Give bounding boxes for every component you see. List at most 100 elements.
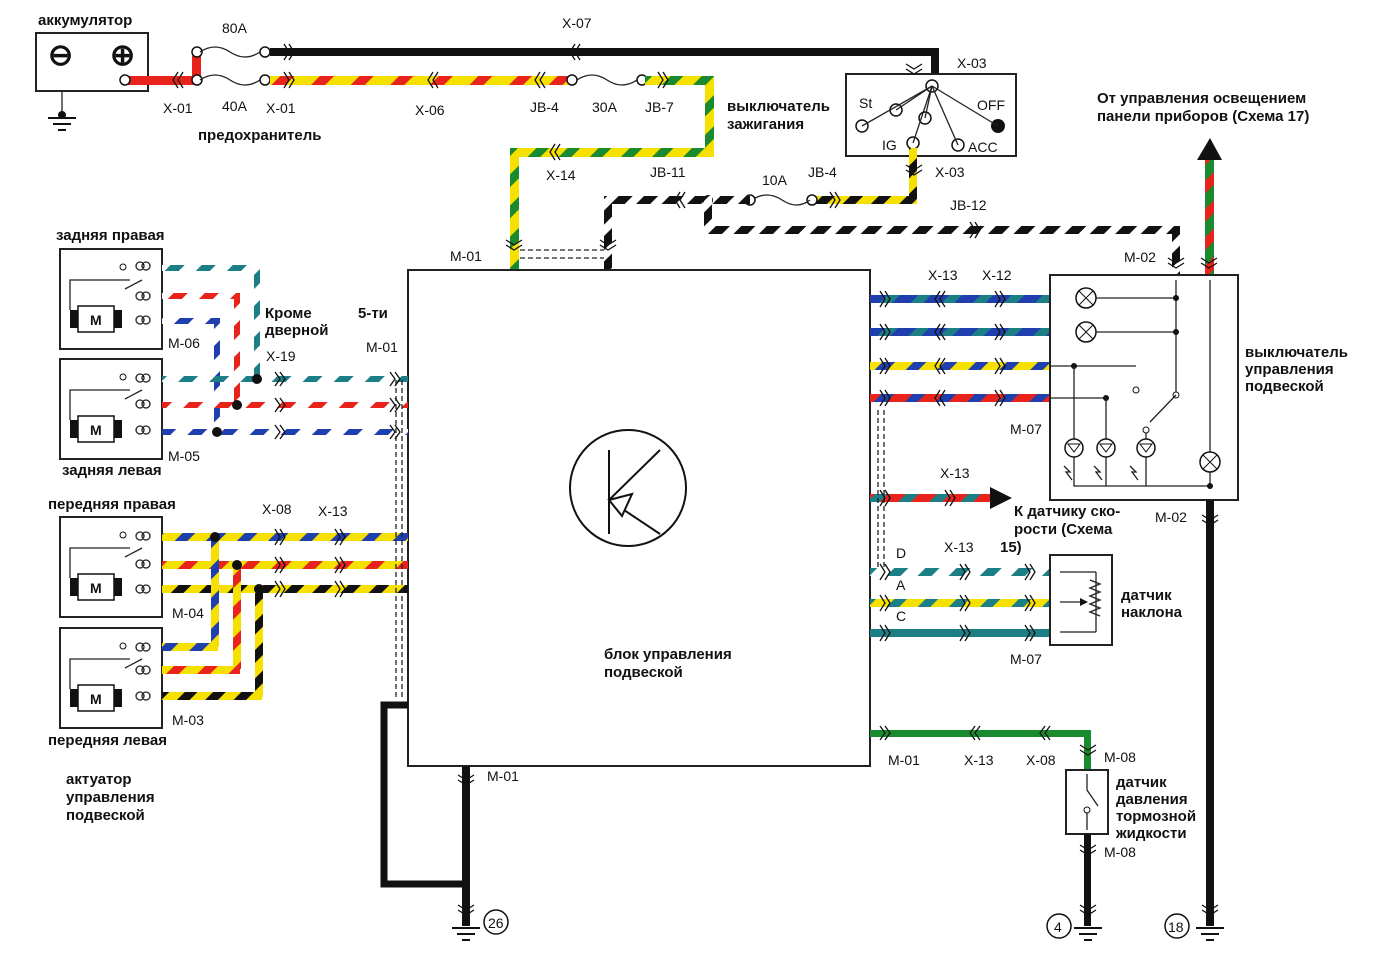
wire-speed-sensor — [870, 494, 990, 502]
panel-light-label-2: панели приборов (Схема 17) — [1097, 108, 1309, 125]
wire-rear-right-1 — [162, 265, 260, 271]
connector-m02a: M-02 — [1124, 249, 1156, 265]
brake-sensor-label-2: давления — [1116, 791, 1188, 808]
connector-jb11: JB-11 — [650, 164, 686, 180]
wire-fuse-feed — [192, 52, 201, 84]
front-left-actuator: M — [59, 627, 163, 729]
brake-sensor — [1065, 769, 1109, 835]
wire-tilt-a — [870, 599, 1050, 607]
ground-ref-26: 26 — [488, 915, 504, 931]
wire-switch-2 — [870, 328, 1050, 336]
connector-x19: X-19 — [266, 348, 296, 364]
wire-ground-18 — [1206, 500, 1214, 926]
connector-m07a: M-07 — [1010, 421, 1042, 437]
wire-panel-illumination — [1205, 158, 1214, 280]
wire-x14-yellow-green — [510, 148, 714, 157]
connector-x03b: X-03 — [935, 164, 965, 180]
led-icon — [1096, 438, 1116, 458]
connector-m01b: M-01 — [366, 339, 398, 355]
connector-x01a: X-01 — [163, 100, 193, 116]
fuse-30-label: 30A — [592, 99, 618, 115]
connector-m08a: M-08 — [1104, 749, 1136, 765]
led-icon — [1136, 438, 1156, 458]
connector-jb4b: JB-4 — [808, 164, 837, 180]
susp-switch-label-3: подвеской — [1245, 378, 1324, 395]
connector-jb4a: JB-4 — [530, 99, 559, 115]
wire-ground-4 — [1084, 834, 1091, 926]
speed-sensor-label-2: рости (Схема — [1014, 521, 1113, 538]
motor-icon: M — [90, 312, 102, 328]
connector-m02b: M-02 — [1155, 509, 1187, 525]
fuse-10-icon — [751, 194, 811, 206]
speed-sensor-label-1: К датчику ско- — [1014, 503, 1120, 520]
ignition-switch: St IG OFF ACC — [845, 73, 1017, 157]
battery-positive-icon: ⊕ — [110, 39, 135, 72]
connector-x08a: X-08 — [262, 501, 292, 517]
connector-x13a: X-13 — [318, 503, 348, 519]
battery-label: аккумулятор — [38, 12, 132, 29]
connector-x08b: X-08 — [1026, 752, 1056, 768]
wire-tilt-d — [870, 568, 1050, 576]
actuator-label-2: управления — [66, 789, 155, 806]
ecu-label-1: блок управления — [604, 646, 732, 663]
actuator-label-3: подвеской — [66, 807, 145, 824]
pin-d-label: D — [896, 545, 906, 561]
connector-m01d: M-01 — [888, 752, 920, 768]
except-label-1: Кроме — [265, 305, 312, 322]
wire-brake-sensor — [870, 730, 1090, 737]
connector-x13c: X-13 — [940, 465, 970, 481]
ignition-off-label: OFF — [977, 97, 1005, 113]
susp-switch-label-2: управления — [1245, 361, 1334, 378]
wire-rear-right-2 — [162, 293, 240, 299]
connector-jb7: JB-7 — [645, 99, 674, 115]
connector-x03a: X-03 — [957, 55, 987, 71]
brake-sensor-label-1: датчик — [1116, 774, 1167, 791]
fuse-40-icon — [199, 74, 261, 86]
arrow-right-icon — [990, 487, 1012, 509]
except-label-2: дверной — [265, 322, 329, 339]
ground-icon — [452, 927, 480, 941]
connector-m03: M-03 — [172, 712, 204, 728]
brake-sensor-label-3: тормозной — [1116, 808, 1196, 825]
rear-right-label: задняя правая — [56, 227, 165, 244]
ecu-logo-icon — [569, 429, 687, 547]
front-right-actuator: M — [59, 516, 163, 618]
connector-x07: X-07 — [562, 15, 592, 31]
ignition-acc-label: ACC — [968, 139, 998, 155]
front-left-label: передняя левая — [48, 732, 167, 749]
connector-x13e: X-13 — [964, 752, 994, 768]
connector-x01b: X-01 — [266, 100, 296, 116]
wire-battery-red — [125, 76, 197, 85]
connector-x13b: X-13 — [928, 267, 958, 283]
battery: ⊖ ⊕ — [35, 32, 149, 131]
motor-icon: M — [90, 422, 102, 438]
brake-sensor-label-4: жидкости — [1115, 825, 1187, 842]
wire-ig-output — [909, 148, 917, 204]
ground-ref-4: 4 — [1054, 919, 1062, 935]
connector-x14: X-14 — [546, 167, 576, 183]
led-icon — [1064, 438, 1084, 458]
wire-x06-red-yellow — [270, 76, 570, 85]
suspension-switch — [1049, 274, 1239, 501]
ecu-label-2: подвеской — [604, 664, 683, 681]
wire-switch-4 — [870, 394, 1050, 402]
ignition-ig-label: IG — [882, 137, 897, 153]
front-right-label: передняя правая — [48, 496, 176, 513]
susp-switch-label-1: выключатель — [1245, 344, 1348, 361]
wire-ground-26 — [462, 766, 470, 926]
wire-jb12-black-white — [704, 226, 1180, 234]
rear-left-label: задняя левая — [62, 462, 162, 479]
ground-icon — [1074, 927, 1102, 941]
connector-x13d: X-13 — [944, 539, 974, 555]
connector-m04: M-04 — [172, 605, 204, 621]
connector-x12: X-12 — [982, 267, 1012, 283]
wire-switch-1 — [870, 295, 1050, 303]
ground-icon — [1196, 927, 1224, 941]
wire-jb11-black-white — [604, 196, 750, 204]
ignition-st-label: St — [859, 95, 872, 111]
wire-switch-3 — [870, 362, 1050, 370]
connector-m07b: M-07 — [1010, 651, 1042, 667]
connector-m05: M-05 — [168, 448, 200, 464]
lamp-icon — [1075, 321, 1097, 343]
